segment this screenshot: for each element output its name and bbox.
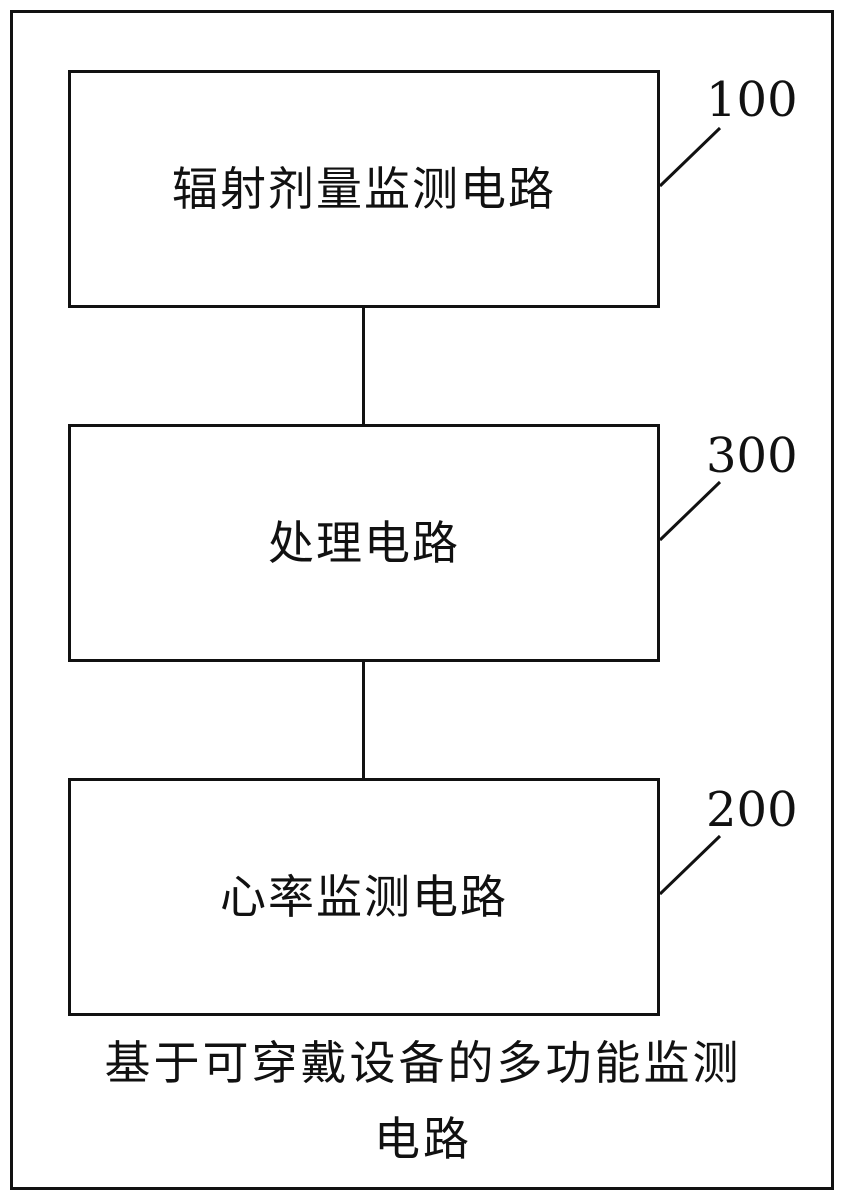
reference-number-100: 100 [706,76,798,124]
block-radiation-dose-monitoring-circuit: 辐射剂量监测电路 [68,70,660,308]
reference-number-300: 300 [706,432,798,480]
connector-line-bottom [362,662,365,778]
figure-caption-line-1: 基于可穿戴设备的多功能监测 [14,1040,832,1086]
block-heart-rate-monitoring-circuit: 心率监测电路 [68,778,660,1016]
block-processing-circuit: 处理电路 [68,424,660,662]
reference-number-200: 200 [706,786,798,834]
figure-caption-line-2: 电路 [14,1116,832,1162]
block-label: 处理电路 [268,520,460,566]
block-label: 辐射剂量监测电路 [172,166,556,212]
block-label: 心率监测电路 [220,874,508,920]
connector-line-top [362,308,365,424]
